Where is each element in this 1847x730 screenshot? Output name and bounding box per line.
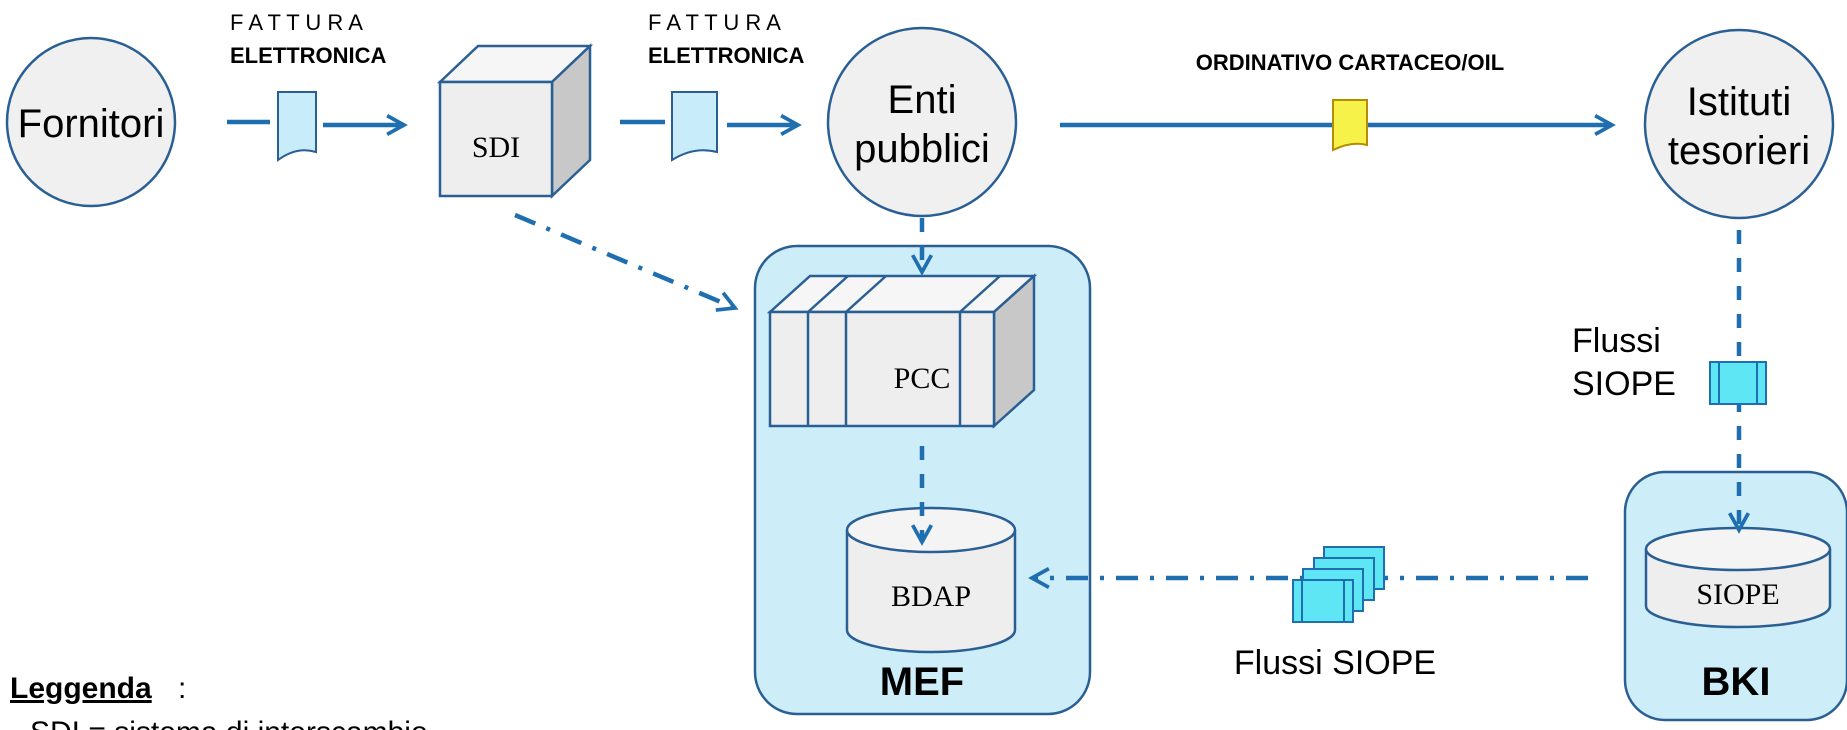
fornitori-label: Fornitori bbox=[18, 102, 165, 146]
istituti-tesorieri-label-line1: Istituti bbox=[1687, 80, 1791, 124]
flussi-siope-vertical-line2: SIOPE bbox=[1572, 365, 1676, 403]
mef-label: MEF bbox=[880, 660, 964, 704]
sdi-label: SDI bbox=[472, 131, 520, 164]
fattura-doc-icon-2 bbox=[671, 91, 718, 162]
istituti-tesorieri-label-line2: tesorieri bbox=[1668, 129, 1810, 173]
siope-doc-icon bbox=[1709, 361, 1767, 405]
enti-pubblici-node bbox=[826, 26, 1018, 218]
legend-colon: : bbox=[178, 672, 186, 705]
bdap-label: BDAP bbox=[891, 580, 971, 613]
flussi-siope-vertical-line1: Flussi bbox=[1572, 322, 1661, 360]
siope-docs-stack-icon bbox=[1292, 546, 1385, 623]
enti-pubblici-label-line1: Enti bbox=[888, 78, 957, 122]
siope-db-label: SIOPE bbox=[1696, 578, 1779, 611]
istituti-tesorieri-node bbox=[1643, 28, 1835, 220]
pcc-label: PCC bbox=[894, 362, 951, 395]
flussi-siope-horizontal: Flussi SIOPE bbox=[1234, 644, 1436, 682]
enti-pubblici-label-line2: pubblici bbox=[854, 127, 990, 171]
fornitori-node bbox=[5, 36, 177, 208]
legend-first-line: SDI = sistema di interscambio bbox=[30, 716, 428, 730]
bki-label: BKI bbox=[1702, 660, 1771, 704]
pcc-box bbox=[766, 273, 1038, 429]
sdi-cube bbox=[436, 43, 594, 199]
fattura-doc-icon-1 bbox=[277, 91, 317, 162]
fattura-label-2-line1: F A T T U R A bbox=[648, 10, 781, 35]
fattura-label-1-line1: F A T T U R A bbox=[230, 10, 363, 35]
fattura-label-2-line2: ELETTRONICA bbox=[648, 43, 805, 68]
legend-title: Leggenda bbox=[10, 672, 152, 705]
arrow-sdi-to-mef bbox=[514, 212, 735, 308]
fattura-label-1-line2: ELETTRONICA bbox=[230, 43, 387, 68]
ordinativo-label: ORDINATIVO CARTACEO/OIL bbox=[1196, 50, 1504, 75]
ordinativo-doc-icon bbox=[1332, 99, 1368, 152]
